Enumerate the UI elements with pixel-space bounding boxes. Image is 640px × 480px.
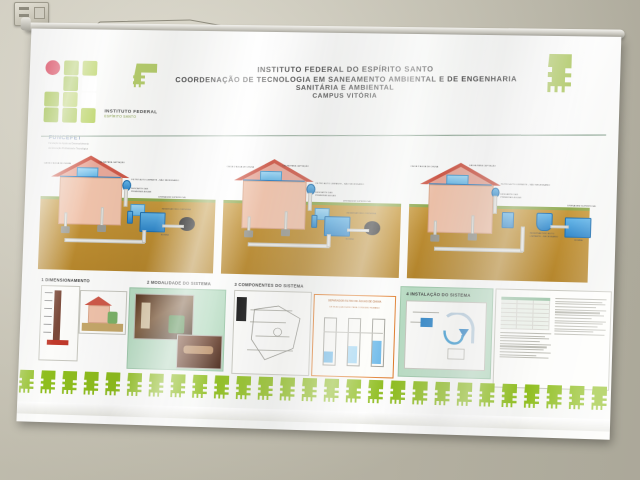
diagram-3: CAIXA D'ÁGUA DE CHUVA CALHA PARA CAPTAÇÃ… — [403, 144, 596, 287]
well-cap-1 — [61, 226, 70, 233]
leaf-glyph-icon-right — [542, 50, 588, 95]
diagram-1-label-4: DRENAGEM SUPERFICIAL — [158, 197, 186, 200]
diagram-1: CAIXA D'ÁGUA DE CHUVA CALHA PARA CAPTAÇÃ… — [34, 137, 222, 278]
section-2-modalidade: 2 MODALIDADE DO SISTEMA — [130, 279, 229, 286]
diagram-1-label-6: BOMBA — [161, 234, 169, 237]
table-panel-notes-right — [554, 298, 606, 337]
well-cap-1 — [244, 230, 253, 237]
section-2-title: 2 MODALIDADE DO SISTEMA — [130, 279, 229, 286]
poster-title-line2: COORDENAÇÃO DE TECNOLOGIA EM SANEAMENTO … — [157, 74, 537, 84]
rail-end-cap — [20, 17, 30, 30]
diagram-2-label-4: DRENAGEM SUPERFICIAL — [343, 201, 371, 204]
section-4-schematic — [404, 300, 487, 371]
pump-unit — [127, 211, 133, 224]
poster-title-line3: SANITÁRIA E AMBIENTAL — [156, 84, 536, 92]
section-1-house-illustration — [79, 290, 128, 335]
outflow-line — [162, 224, 184, 228]
section-3-inset-title-1: SEPARADOR-FILTRO DE ÁGUAS DE CHUVA — [320, 299, 390, 305]
buried-riser — [326, 234, 330, 247]
diagram-3-label-1: CALHA PARA CAPTAÇÃO — [469, 165, 496, 168]
poster-title-line1: INSTITUTO FEDERAL DO ESPÍRITO SANTO — [157, 64, 537, 74]
well-cap-2 — [97, 225, 106, 232]
well-cap-2 — [468, 233, 477, 240]
section-3-inset-title-2: DE BOA QUALIDADE PARA CONSUMO HUMANO — [319, 306, 389, 311]
section-3-schematic — [231, 290, 312, 376]
diagram-1-label-2: FILTRO AUTO LIMPANTE - NÃO NECESSÁRIO — [131, 179, 179, 183]
diagram-3-label-6: BOMBA — [574, 240, 582, 243]
poster-title-line4: CAMPUS VITÓRIA — [156, 92, 536, 100]
ifes-logo — [43, 60, 100, 122]
outflow-line — [550, 225, 568, 229]
results-table — [500, 297, 550, 331]
poster-title-block: INSTITUTO FEDERAL DO ESPÍRITO SANTO COOR… — [156, 64, 536, 100]
buried-riser — [520, 226, 524, 251]
diagram-2-label-2: FILTRO AUTO LIMPANTE - NÃO NECESSÁRIO — [316, 183, 365, 187]
section-4-instalacao: 4 INSTALAÇÃO DO SISTEMA — [401, 286, 494, 288]
house-wall — [241, 180, 306, 229]
banner-assembly: INSTITUTO FEDERAL ESPÍRITO SANTO FUNCEFE… — [0, 0, 640, 463]
outflow-line — [347, 229, 369, 233]
house-wall — [427, 184, 493, 234]
self-cleaning-filter — [501, 212, 514, 228]
diagram-row: CAIXA D'ÁGUA DE CHUVA CALHA PARA CAPTAÇÃ… — [28, 137, 612, 288]
buried-riser — [142, 230, 146, 243]
diagram-2-label-3: DESCARTE DAS PRIMEIRAS ÁGUAS — [315, 192, 343, 198]
table-panel-notes-left — [499, 332, 551, 361]
house-wall — [58, 177, 122, 226]
section-1-title: 1 DIMENSIONAMENTO — [41, 277, 125, 284]
poster-header: INSTITUTO FEDERAL ESPÍRITO SANTO FUNCEFE… — [28, 29, 622, 142]
diagram-3-label-5: RESERVATÓRIO AUTO LIMPANTE - NECESSÁRIO — [530, 233, 565, 239]
ifes-name-line1: INSTITUTO FEDERAL — [104, 108, 157, 114]
diagram-1-label-0: CAIXA D'ÁGUA DE CHUVA — [44, 163, 71, 166]
diagram-2-label-6: BOMBA — [346, 239, 354, 242]
diagram-3-label-0: CAIXA D'ÁGUA DE CHUVA — [410, 166, 438, 169]
diagram-2: CAIXA D'ÁGUA DE CHUVA CALHA PARA CAPTAÇÃ… — [217, 140, 407, 282]
pump-unit — [311, 215, 317, 228]
section-table-panel — [493, 288, 612, 390]
diagram-3-label-4: DRENAGEM SUPERFICIAL — [567, 205, 596, 208]
section-3-componentes: 3 COMPONENTES DO SISTEMA SEPARADOR-FILTR… — [234, 282, 396, 291]
diagram-1-label-3: DESCARTE DAS PRIMEIRAS ÁGUAS — [131, 188, 159, 194]
diagram-3-label-2: FILTRO AUTO LIMPANTE - NÃO NECESSÁRIO — [501, 184, 550, 188]
section-2-photo-2 — [176, 334, 223, 369]
diagram-2-label-0: CAIXA D'ÁGUA DE CHUVA — [227, 166, 255, 169]
diagram-1-label-1: CALHA PARA CAPTAÇÃO — [99, 162, 125, 165]
poster-banner: INSTITUTO FEDERAL ESPÍRITO SANTO FUNCEFE… — [16, 29, 621, 440]
well-cap-1 — [430, 235, 439, 242]
section-1-chart — [38, 285, 80, 361]
ifes-name-line2: ESPÍRITO SANTO — [104, 114, 157, 119]
diagram-3-label-3: DESCARTE DAS PRIMEIRAS ÁGUAS — [500, 194, 527, 200]
section-1-dimensionamento: 1 DIMENSIONAMENTO — [41, 277, 125, 284]
table-row — [500, 325, 549, 330]
diagram-2-label-1: CALHA PARA CAPTAÇÃO — [282, 165, 309, 168]
ifes-wordmark: INSTITUTO FEDERAL ESPÍRITO SANTO — [104, 108, 157, 119]
downpipe — [124, 189, 128, 207]
downpipe — [493, 196, 497, 214]
section-3-inset-separador: SEPARADOR-FILTRO DE ÁGUAS DE CHUVA DE BO… — [311, 294, 396, 379]
well-cap-2 — [281, 229, 290, 236]
downpipe — [308, 193, 312, 211]
header-divider — [41, 134, 606, 136]
